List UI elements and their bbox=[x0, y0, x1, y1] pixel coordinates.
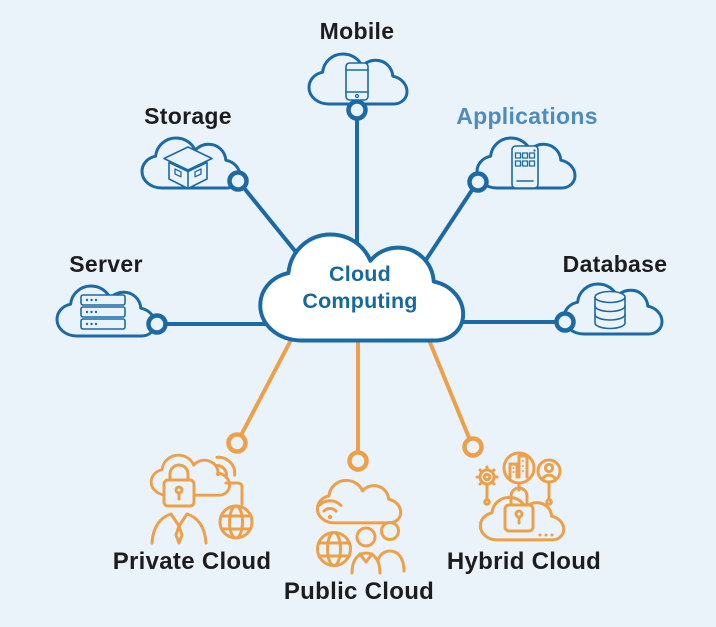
connector-rings bbox=[146, 99, 576, 472]
globe-link-line bbox=[224, 481, 244, 506]
storage-node bbox=[140, 136, 242, 190]
person-icon bbox=[150, 512, 208, 545]
cloud-computing-title: Cloud Computing bbox=[302, 262, 418, 313]
ellipsis-dots bbox=[538, 533, 554, 537]
ring-server bbox=[146, 313, 168, 335]
people-icon bbox=[350, 521, 406, 575]
private-cloud-label: Private Cloud bbox=[112, 548, 272, 575]
ring-hybrid-cloud bbox=[462, 436, 484, 458]
database-cylinder-icon bbox=[594, 290, 626, 330]
person-stem-ring bbox=[545, 498, 553, 506]
public-cloud-icon bbox=[315, 478, 406, 575]
database-label: Database bbox=[562, 251, 668, 277]
storage-box-icon bbox=[163, 146, 213, 190]
padlock-icon bbox=[503, 486, 535, 533]
ring-database bbox=[554, 311, 576, 333]
globe-icon bbox=[218, 504, 254, 540]
wifi-icon bbox=[215, 455, 237, 477]
mobile-label: Mobile bbox=[319, 18, 395, 44]
connector-hybrid-cloud bbox=[427, 338, 474, 447]
ring-storage bbox=[227, 170, 249, 192]
public-cloud-label: Public Cloud bbox=[283, 578, 435, 605]
applications-label: Applications bbox=[456, 103, 598, 129]
globe-icon bbox=[316, 531, 352, 567]
hybrid-cloud-icon bbox=[475, 451, 566, 542]
connector-applications bbox=[416, 182, 478, 274]
private-cloud-icon bbox=[149, 453, 254, 545]
connector-lines bbox=[157, 110, 565, 461]
person-badge-icon bbox=[536, 458, 562, 484]
server-label: Server bbox=[69, 251, 143, 277]
ring-public-cloud bbox=[347, 450, 369, 472]
server-node bbox=[55, 284, 157, 338]
gear-icon bbox=[475, 465, 499, 489]
smartphone-icon bbox=[345, 62, 369, 101]
hybrid-cloud-label: Hybrid Cloud bbox=[446, 548, 602, 575]
ring-mobile bbox=[346, 99, 368, 121]
padlock-icon bbox=[162, 463, 196, 508]
connector-private-cloud bbox=[236, 338, 293, 443]
mobile-node bbox=[307, 52, 409, 106]
wifi-icon bbox=[317, 499, 343, 520]
ring-private-cloud bbox=[226, 432, 248, 454]
apps-phone-icon bbox=[511, 145, 539, 189]
storage-label: Storage bbox=[144, 103, 232, 129]
database-node bbox=[562, 282, 664, 336]
server-rack-icon bbox=[80, 294, 126, 330]
ring-applications bbox=[467, 171, 489, 193]
buildings-icon bbox=[502, 451, 536, 485]
gear-stem-ring bbox=[483, 498, 491, 506]
applications-node bbox=[475, 136, 577, 190]
